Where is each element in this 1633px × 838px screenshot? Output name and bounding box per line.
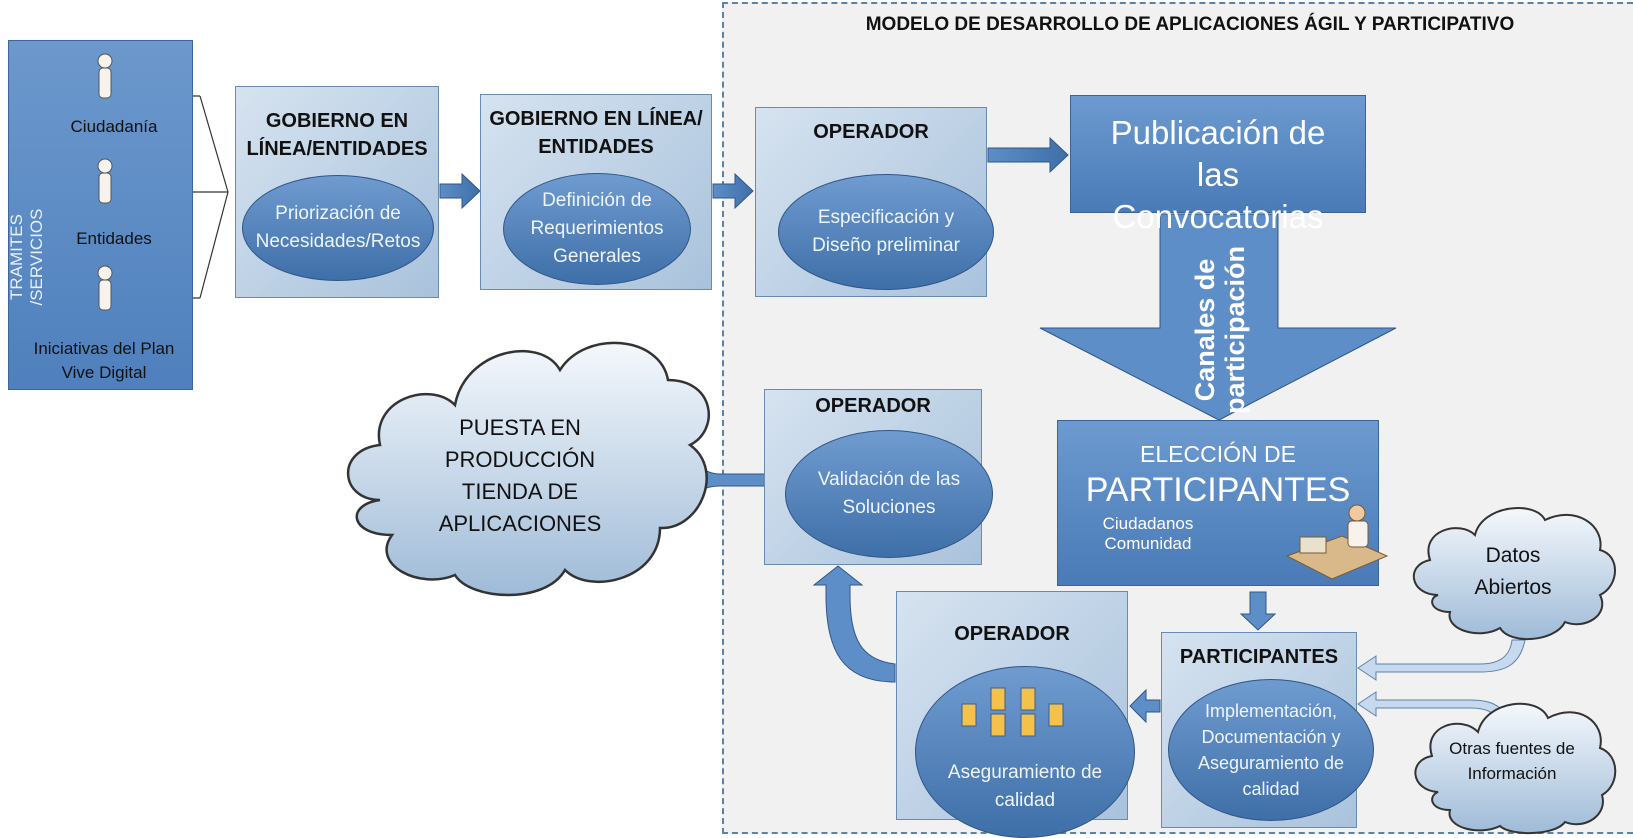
arrow-box1-box2 — [439, 172, 481, 210]
operador-title-validacion: OPERADOR — [815, 395, 931, 417]
especificacion-ellipse: Especificación y Diseño preliminar — [778, 174, 994, 290]
canales-label: Canales de participación — [1190, 245, 1250, 415]
arrow-box2-box3 — [712, 172, 754, 210]
arrow-otras-participantes — [1357, 691, 1506, 721]
gobierno-box-1-title: GOBIERNO EN LÍNEA/ENTIDADES — [246, 110, 428, 160]
cloud-datos-text: Datos Abiertos — [1474, 544, 1552, 599]
sidebar-item-ciudadania: Ciudadanía — [70, 117, 158, 136]
documents-icon — [961, 687, 1064, 737]
gobierno-box-2: GOBIERNO EN LÍNEA/ ENTIDADES Definición … — [480, 94, 712, 290]
participantes-title: PARTICIPANTES — [1179, 646, 1339, 668]
validacion-ellipse: Validación de las Soluciones — [785, 430, 993, 558]
cloud-shape-datos — [1412, 507, 1616, 640]
operador-box-validacion: OPERADOR Validación de las Soluciones — [764, 389, 993, 565]
operador-box-calidad: OPERADOR Aseguramiento de calidad — [896, 591, 1135, 838]
person-icons — [97, 53, 113, 311]
model-title: MODELO DE DESARROLLO DE APLICACIONES ÁGI… — [865, 14, 1515, 35]
eleccion-line1: ELECCIÓN DE — [1140, 441, 1296, 467]
gobierno-box-2-title: GOBIERNO EN LÍNEA/ ENTIDADES — [489, 108, 703, 158]
operador-title-1: OPERADOR — [813, 121, 929, 143]
arrow-participantes-calidad — [1129, 688, 1161, 724]
arrow-calidad-validacion — [812, 565, 896, 683]
participantes-box: PARTICIPANTES Implementación, Documentac… — [1161, 632, 1374, 828]
definicion-ellipse: Definición de Requerimientos Generales — [503, 173, 691, 285]
eleccion-line4: Comunidad — [1104, 534, 1192, 553]
canales-arrow — [1039, 213, 1397, 421]
cloud-shape-main — [346, 341, 711, 597]
cloud-shape-otras — [1414, 702, 1617, 835]
arrow-eleccion-participantes — [1239, 591, 1277, 631]
sidebar-item-iniciativas: Iniciativas del Plan Vive Digital — [33, 339, 175, 382]
publicacion-box: Publicación de las Convocatorias — [1070, 95, 1366, 235]
eleccion-box: ELECCIÓN DE PARTICIPANTES Ciudadanos Com… — [1057, 420, 1389, 586]
cloud-main-text: PUESTA EN PRODUCCIÓN TIENDA DE APLICACIO… — [438, 415, 602, 536]
sidebar-item-entidades: Entidades — [76, 229, 152, 248]
worker-desk-icon — [1285, 504, 1389, 580]
operador-box-especificacion: OPERADOR Especificación y Diseño prelimi… — [755, 107, 994, 297]
arrow-box3-publicacion — [987, 136, 1069, 174]
tramites-sidebar: TRAMITES /SERVICIOS Ciudadanía Entidades… — [7, 40, 193, 390]
gobierno-box-1: GOBIERNO EN LÍNEA/ENTIDADES Priorización… — [235, 86, 439, 298]
person-icon — [97, 53, 113, 311]
arrow-datos-participantes — [1357, 639, 1526, 681]
eleccion-line2: PARTICIPANTES — [1085, 471, 1351, 509]
cloud-otras-text: Otras fuentes de Información — [1449, 739, 1575, 783]
operador-title-calidad: OPERADOR — [954, 623, 1070, 645]
priorizacion-ellipse: Priorización de Necesidades/Retos — [242, 175, 434, 281]
eleccion-line3: Ciudadanos — [1102, 514, 1194, 533]
implementacion-ellipse: Implementación, Documentación y Aseguram… — [1168, 679, 1374, 821]
